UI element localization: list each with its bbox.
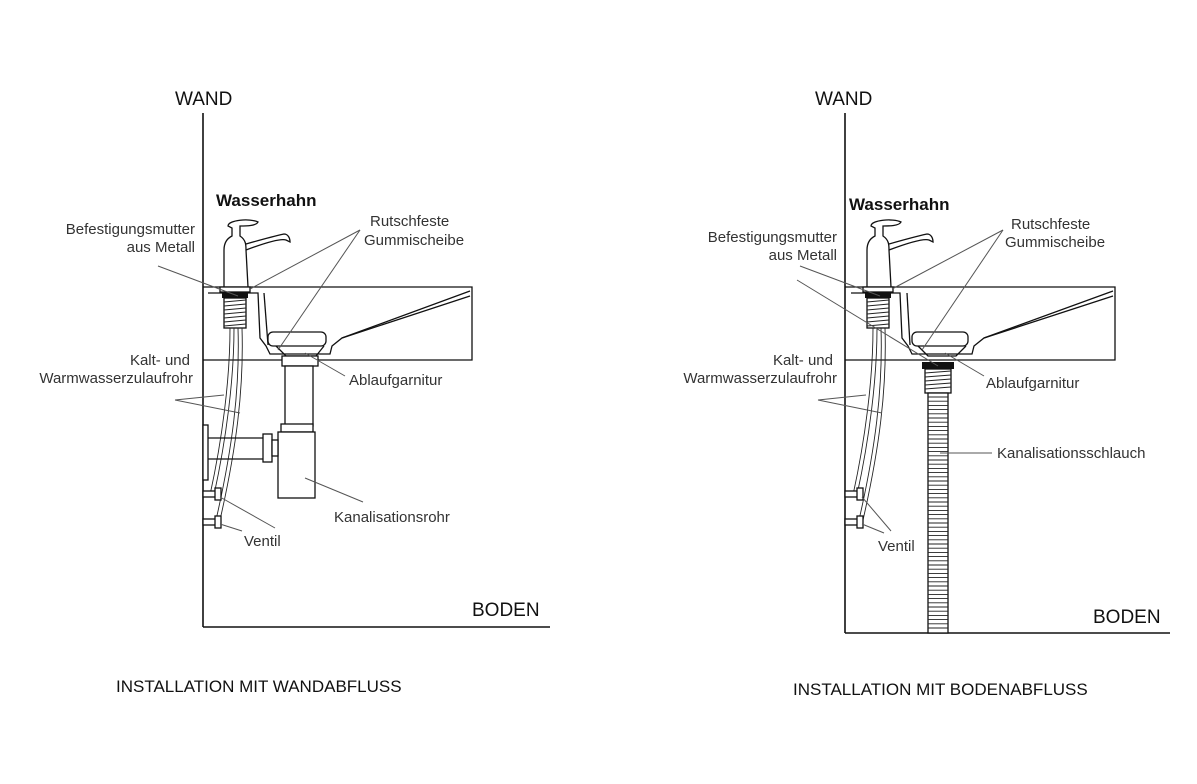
faucet-label: Wasserhahn	[216, 191, 316, 210]
sink	[203, 286, 473, 367]
floor-label: BODEN	[472, 600, 540, 621]
wall-label: WAND	[815, 89, 872, 110]
waste-hose	[927, 392, 949, 634]
supply-pipes-label-line2: Warmwasserzulaufrohr	[39, 370, 193, 387]
diagram-wall-drain: WAND BODEN	[39, 89, 550, 696]
floor-label: BODEN	[1093, 607, 1161, 628]
washer-label-line2: Gummischeibe	[1005, 234, 1105, 251]
wall-label: WAND	[175, 89, 232, 110]
waste-trap	[202, 365, 316, 499]
leader-lines	[157, 229, 364, 532]
drain-basket	[267, 331, 327, 347]
drain-basket	[911, 331, 969, 347]
washer-label-line1: Rutschfeste	[370, 213, 449, 230]
supply-hoses	[844, 327, 886, 529]
supply-pipes-label-line1: Kalt- und	[773, 352, 833, 369]
fixing-nut-label-line2: aus Metall	[769, 247, 837, 264]
diagram-floor-drain: WAND BODEN	[683, 89, 1170, 699]
drain-set-label: Ablaufgarnitur	[349, 372, 442, 389]
sink	[845, 286, 1116, 394]
waste-hose-label: Kanalisationsschlauch	[997, 445, 1145, 462]
washer-label-line1: Rutschfeste	[1011, 216, 1090, 233]
fixing-nut-label-line1: Befestigungsmutter	[708, 229, 837, 246]
fixing-nut-label-line2: aus Metall	[127, 239, 195, 256]
washer-label-line2: Gummischeibe	[364, 232, 464, 249]
waste-pipe-label: Kanalisationsrohr	[334, 509, 450, 526]
supply-pipes-label-line1: Kalt- und	[130, 352, 190, 369]
leader-lines	[796, 229, 1004, 534]
drain-set-label: Ablaufgarnitur	[986, 375, 1079, 392]
fixing-nut-label-line1: Befestigungsmutter	[66, 221, 195, 238]
faucet	[862, 219, 934, 329]
caption-floor-drain: INSTALLATION MIT BODENABFLUSS	[793, 680, 1088, 699]
tail-pipe	[284, 365, 314, 427]
caption-wall-drain: INSTALLATION MIT WANDABFLUSS	[116, 677, 402, 696]
hose-body	[927, 392, 949, 634]
supply-pipes-label-line2: Warmwasserzulaufrohr	[683, 370, 837, 387]
valve-label: Ventil	[244, 533, 281, 550]
faucet-label: Wasserhahn	[849, 195, 949, 214]
faucet	[219, 219, 291, 329]
valve-label: Ventil	[878, 538, 915, 555]
trap-body	[277, 431, 316, 499]
